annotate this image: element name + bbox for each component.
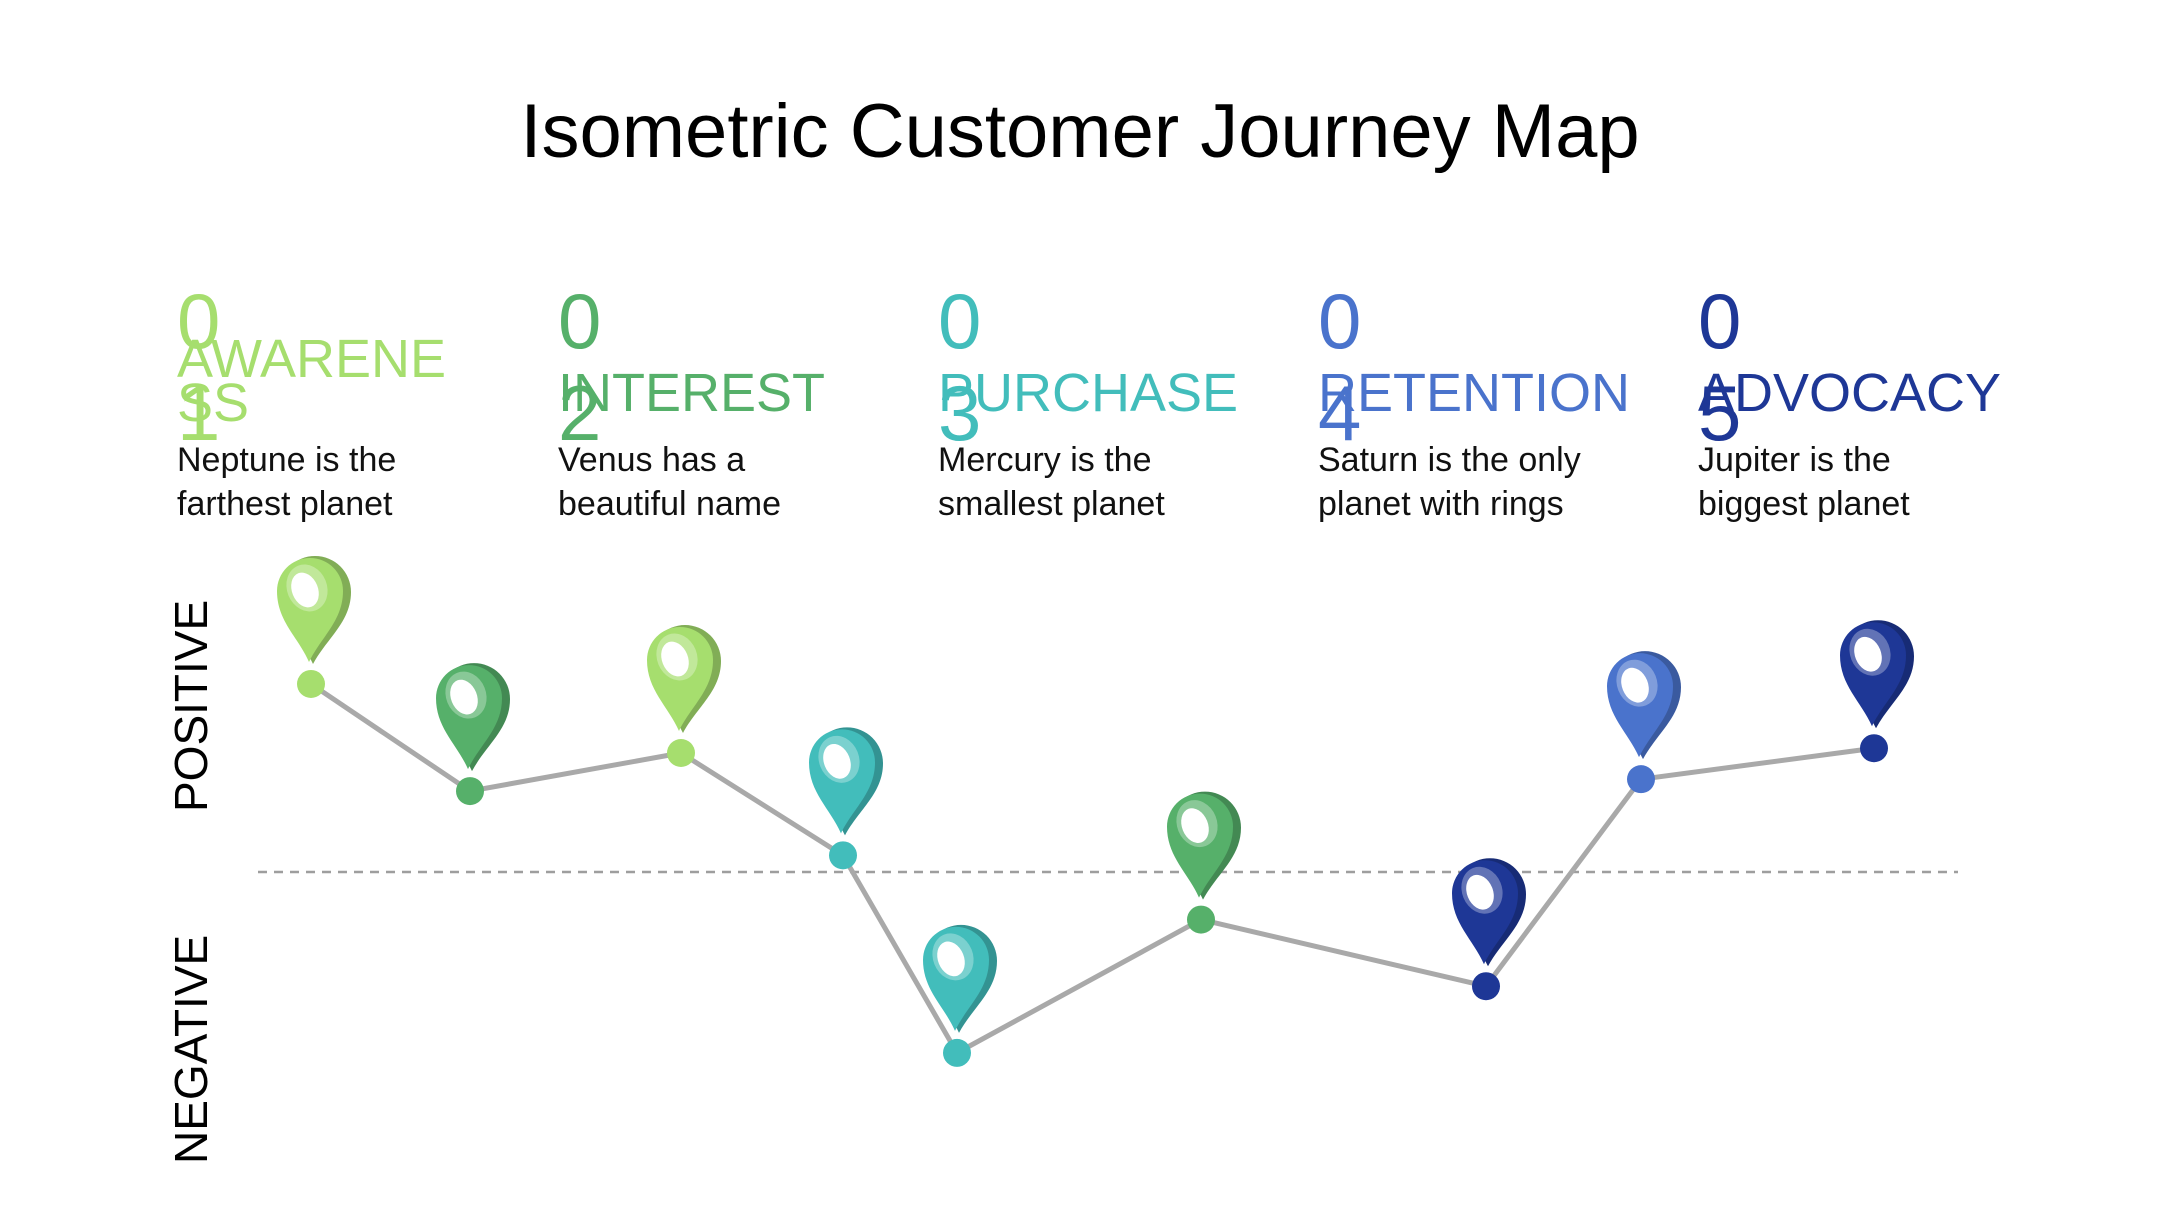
stage-description-line: Jupiter is the [1698, 441, 1891, 479]
stage-description-line: Saturn is the only [1318, 441, 1581, 479]
journey-point [829, 841, 857, 870]
stage-label: ADVOCACY [1698, 363, 2002, 423]
stage-description: Neptune is the farthest planet [177, 438, 497, 526]
stage-label: RETENTION [1318, 363, 1631, 423]
map-pin-icon [1167, 791, 1241, 900]
journey-point [297, 669, 325, 698]
journey-point [667, 739, 695, 767]
stage-number: 02 [558, 277, 602, 457]
stage-number: 01 [177, 277, 221, 457]
map-pin-icon [436, 663, 510, 772]
stage-description-line: farthest planet [177, 485, 393, 523]
map-pin-icon [1452, 858, 1526, 967]
journey-point [943, 1038, 971, 1067]
map-pin-icon [647, 625, 721, 733]
map-pin-icon [923, 924, 997, 1033]
stage-description: Saturn is the only planet with rings [1318, 438, 1638, 526]
stage-label: AWARENESS [177, 329, 447, 433]
map-pin-icon [1607, 651, 1681, 760]
stage-number: 04 [1318, 277, 1362, 457]
journey-point [456, 777, 484, 806]
journey-point [1860, 734, 1888, 763]
journey-point [1472, 972, 1500, 1001]
stage-description: Jupiter is the biggest planet [1698, 438, 2018, 526]
stage-number: 05 [1698, 277, 1742, 457]
stage-description-line: smallest planet [938, 485, 1165, 523]
stage-label: PURCHASE [938, 363, 1239, 423]
page-title: Isometric Customer Journey Map [520, 89, 1640, 174]
journey-point [1187, 905, 1215, 934]
stage-description-line: Mercury is the [938, 441, 1152, 479]
stage-number: 03 [938, 277, 982, 457]
map-pin-icon [277, 555, 351, 664]
stage-description-line: Neptune is the [177, 441, 397, 479]
stage-description: Mercury is the smallest planet [938, 438, 1258, 526]
stage-description-line: beautiful name [558, 485, 782, 523]
stage-description-line: planet with rings [1318, 485, 1564, 523]
stage-description-line: Venus has a [558, 441, 746, 479]
stage-description: Venus has a beautiful name [558, 438, 878, 526]
stage-label: INTEREST [558, 363, 826, 423]
map-pin-icon [1840, 620, 1914, 729]
journey-point [1627, 765, 1655, 794]
map-pin-icon [809, 727, 883, 836]
stage-description-line: biggest planet [1698, 485, 1910, 523]
